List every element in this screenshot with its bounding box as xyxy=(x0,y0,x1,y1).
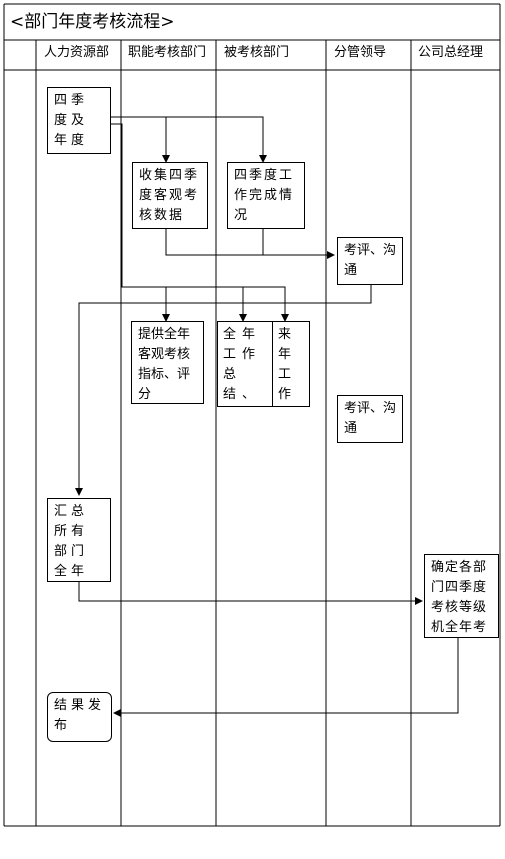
node-collect-data: 收集四季度客观考核数据 评 xyxy=(132,162,208,229)
node-annual-summary: 全年工作总结、自评 xyxy=(218,322,273,406)
node-review-1: 考评、沟通 xyxy=(337,237,403,285)
node-annual-summary-group: 全年工作总结、自评 来年工作目标 xyxy=(217,321,310,407)
lane-header-assessed-dept: 被考核部门 xyxy=(224,45,290,60)
diagram-title: <部门年度考核流程> xyxy=(10,12,175,32)
node-review-2: 考评、沟通 xyxy=(337,395,403,443)
lane-dividers xyxy=(35,40,412,826)
lane-header-hr: 人力资源部 xyxy=(44,45,110,60)
node-aggregate: 汇总所有部门全年考核成绩 xyxy=(47,498,111,582)
node-publish: 结果发布 xyxy=(47,692,112,742)
node-hr-notice: 四季度及年度考核通 xyxy=(47,87,111,154)
node-provide-indicators: 提供全年客观考核指标、评分 xyxy=(131,321,204,404)
node-next-year-goals: 来年工作目标 xyxy=(272,322,309,406)
lane-header-supervising-leader: 分管领导 xyxy=(334,45,387,60)
lane-header-functional-dept: 职能考核部门 xyxy=(128,45,207,60)
node-q4-work: 四季度工作完成情况 xyxy=(227,162,305,229)
node-determine-grade: 确定各部门四季度考核等级机全年考 xyxy=(424,554,499,638)
lane-header-general-manager: 公司总经理 xyxy=(418,45,484,60)
connectors xyxy=(75,116,459,717)
table-frame xyxy=(3,3,501,827)
